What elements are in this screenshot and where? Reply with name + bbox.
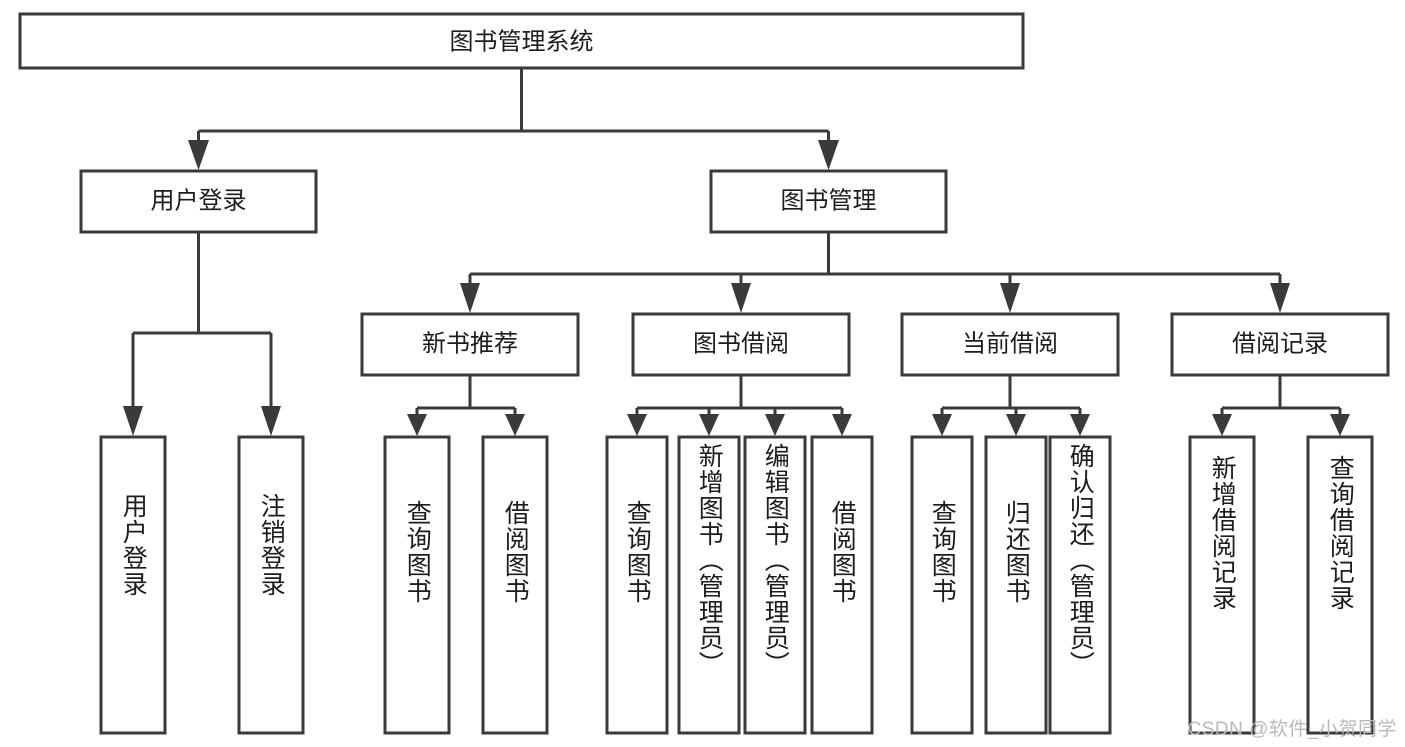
- arrowhead-leaf-query-borrow-record: [1330, 414, 1350, 436]
- node-root[interactable]: 图书管理系统: [18, 12, 1025, 70]
- node-book-manage-label: 图书管理: [781, 187, 877, 214]
- arrowhead-leaf-user-login: [123, 406, 143, 436]
- node-user-login-label: 用户登录: [151, 187, 247, 214]
- arrowhead-leaf-borrow-book-2: [832, 414, 852, 436]
- node-root-label: 图书管理系统: [450, 28, 594, 55]
- node-leaf-query-borrow-record-box[interactable]: [1306, 435, 1374, 735]
- node-leaf-query-book-3-box[interactable]: [910, 435, 974, 735]
- node-current-borrow-label: 当前借阅: [962, 330, 1058, 357]
- node-user-login[interactable]: 用户登录: [79, 169, 318, 234]
- node-leaf-edit-book-admin-box[interactable]: [743, 435, 807, 735]
- node-current-borrow-box[interactable]: [900, 312, 1120, 377]
- node-leaf-add-borrow-record-box[interactable]: [1188, 435, 1256, 735]
- node-leaf-borrow-book-2-box[interactable]: [810, 435, 874, 735]
- arrowhead-leaf-add-book-admin: [699, 414, 719, 436]
- node-book-manage[interactable]: 图书管理: [709, 169, 948, 234]
- arrowhead-leaf-return-book: [1006, 414, 1026, 436]
- arrowhead-book-borrow: [731, 283, 751, 313]
- node-current-borrow[interactable]: 当前借阅: [900, 312, 1120, 377]
- leaf-boxes: [99, 435, 1374, 735]
- arrowheads: [123, 140, 1350, 436]
- arrowhead-borrow-record: [1270, 283, 1290, 313]
- arrowhead-user-login: [188, 140, 209, 170]
- arrowhead-current-borrow: [1000, 283, 1020, 313]
- arrowhead-leaf-confirm-return-admin: [1070, 414, 1090, 436]
- arrowhead-leaf-user-logout: [261, 406, 281, 436]
- arrowhead-leaf-query-book-2: [627, 414, 647, 436]
- node-book-borrow[interactable]: 图书借阅: [631, 312, 851, 377]
- arrowhead-leaf-edit-book-admin: [765, 414, 785, 436]
- node-leaf-query-book-1-box[interactable]: [383, 435, 451, 735]
- node-leaf-return-book-box[interactable]: [984, 435, 1048, 735]
- node-borrow-record-box[interactable]: [1170, 312, 1390, 377]
- arrowhead-leaf-borrow-book-1: [505, 414, 525, 436]
- arrowhead-new-book-recommend: [460, 283, 480, 313]
- node-leaf-borrow-book-1-box[interactable]: [481, 435, 549, 735]
- node-book-borrow-box[interactable]: [631, 312, 851, 377]
- node-book-manage-box[interactable]: [709, 169, 948, 234]
- node-leaf-add-book-admin-box[interactable]: [677, 435, 741, 735]
- node-new-book-recommend-label: 新书推荐: [422, 330, 518, 357]
- arrowhead-book-manage: [818, 140, 839, 170]
- connectors: [131, 68, 1342, 414]
- node-leaf-user-login-box[interactable]: [99, 435, 167, 735]
- csdn-watermark: CSDN @软件_小贺同学: [1187, 719, 1397, 740]
- arrowhead-leaf-query-book-3: [932, 414, 952, 436]
- node-root-box[interactable]: [18, 12, 1025, 70]
- arrowhead-leaf-query-book-1: [407, 414, 427, 436]
- node-borrow-record[interactable]: 借阅记录: [1170, 312, 1390, 377]
- node-book-borrow-label: 图书借阅: [693, 330, 789, 357]
- node-leaf-user-logout-box[interactable]: [237, 435, 305, 735]
- node-leaf-query-book-2-box[interactable]: [605, 435, 669, 735]
- node-new-book-recommend-box[interactable]: [360, 312, 580, 377]
- node-new-book-recommend[interactable]: 新书推荐: [360, 312, 580, 377]
- arrowhead-leaf-add-borrow-record: [1212, 414, 1232, 436]
- node-leaf-confirm-return-admin-box[interactable]: [1048, 435, 1112, 735]
- node-borrow-record-label: 借阅记录: [1232, 330, 1328, 357]
- node-user-login-box[interactable]: [79, 169, 318, 234]
